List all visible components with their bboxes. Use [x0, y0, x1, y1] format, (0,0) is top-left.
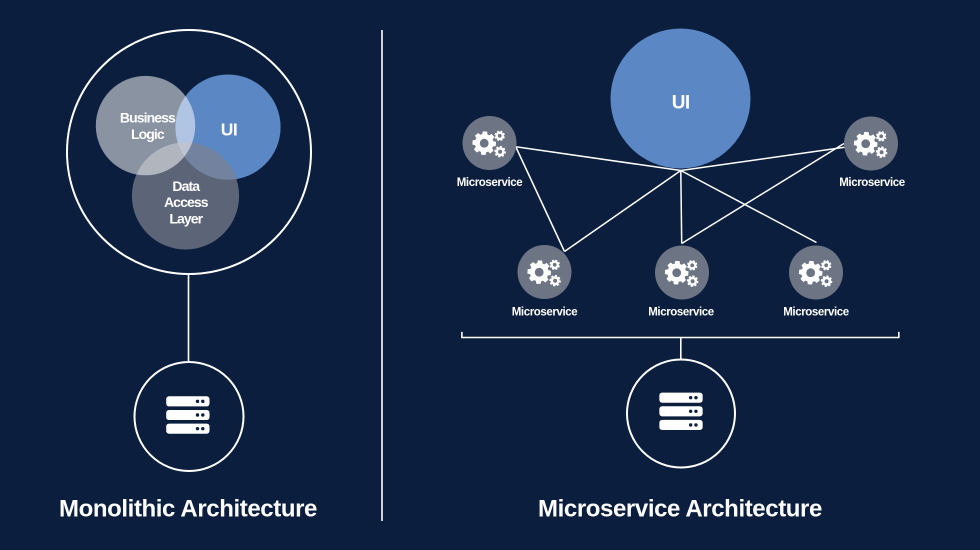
svg-text:Microservice: Microservice [457, 177, 523, 189]
svg-text:Business: Business [120, 109, 176, 125]
svg-text:Microservice: Microservice [839, 177, 905, 189]
svg-text:UI: UI [221, 119, 238, 139]
svg-text:UI: UI [672, 93, 690, 114]
svg-text:Access: Access [164, 194, 209, 210]
svg-text:Microservice: Microservice [783, 307, 849, 319]
svg-text:Monolithic Architecture: Monolithic Architecture [59, 496, 317, 523]
svg-text:Data: Data [172, 178, 200, 194]
svg-text:Microservice: Microservice [648, 307, 714, 319]
svg-text:Layer: Layer [169, 210, 203, 226]
svg-text:Microservice: Microservice [512, 307, 578, 319]
svg-text:Microservice Architecture: Microservice Architecture [538, 496, 822, 523]
svg-text:Logic: Logic [131, 126, 165, 142]
